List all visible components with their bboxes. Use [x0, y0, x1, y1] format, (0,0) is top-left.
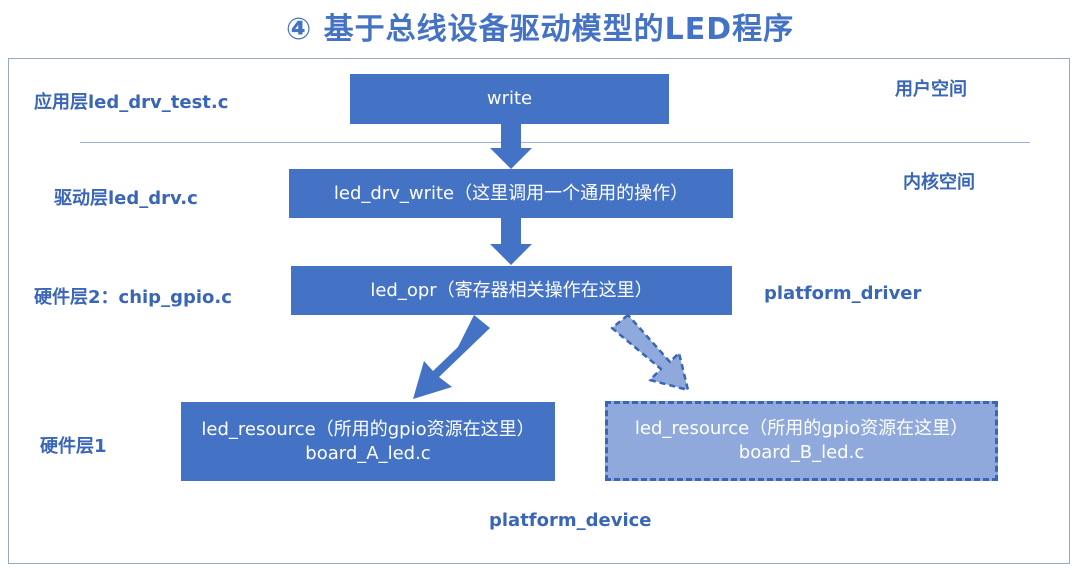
platform-device-label: platform_device: [489, 510, 652, 531]
hw1-layer-label: 硬件层1: [40, 436, 107, 457]
board-a-resource-line2: board_A_led.c: [305, 442, 431, 464]
diagram-frame: [8, 58, 1070, 564]
arrow-write-to-drv: [490, 124, 532, 169]
kernel-space-label: 内核空间: [903, 172, 975, 193]
led-opr-box-text: led_opr（寄存器相关操作在这里）: [370, 279, 653, 301]
board-b-resource-line2: board_B_led.c: [738, 442, 865, 463]
arrow-opr-to-board-a: [413, 315, 490, 399]
driver-layer-label: 驱动层led_drv.c: [54, 188, 198, 209]
arrow-opr-to-board-b: [610, 313, 690, 392]
write-box-text: write: [486, 88, 533, 109]
platform-driver-label: platform_driver: [764, 283, 922, 304]
board-b-resource-line1: led_resource（所用的gpio资源在这里）: [634, 418, 969, 439]
board-a-resource-line1: led_resource（所用的gpio资源在这里）: [201, 418, 535, 440]
user-kernel-divider: [80, 142, 1030, 143]
user-space-label: 用户空间: [895, 79, 967, 100]
write-box: write: [350, 74, 669, 124]
board-b-resource-box: led_resource（所用的gpio资源在这里） board_B_led.c: [605, 401, 998, 481]
arrow-drv-to-opr: [490, 218, 532, 265]
board-a-resource-box: led_resource（所用的gpio资源在这里） board_A_led.c: [181, 402, 555, 481]
led-opr-box: led_opr（寄存器相关操作在这里）: [291, 266, 732, 315]
led-drv-write-box: led_drv_write（这里调用一个通用的操作）: [289, 169, 733, 218]
hw2-layer-label: 硬件层2：chip_gpio.c: [34, 287, 232, 308]
led-drv-write-box-text: led_drv_write（这里调用一个通用的操作）: [333, 182, 689, 204]
diagram-title: ④ 基于总线设备驱动模型的LED程序: [285, 12, 795, 47]
app-layer-label: 应用层led_drv_test.c: [34, 92, 229, 113]
